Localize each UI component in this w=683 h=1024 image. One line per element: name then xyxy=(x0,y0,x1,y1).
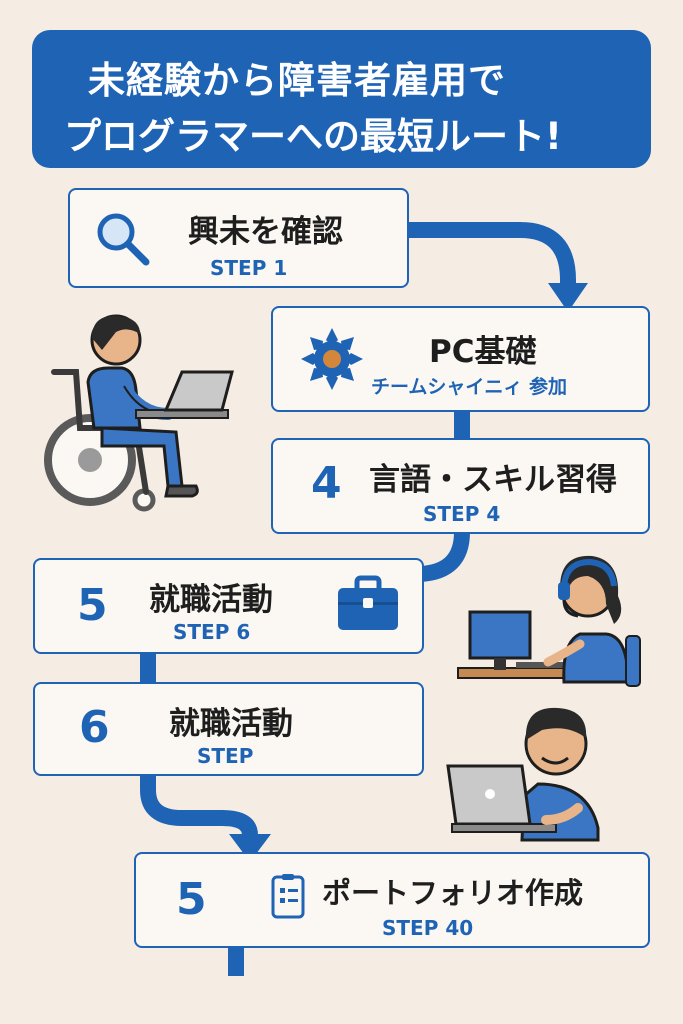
step-5-title: 就職活動 xyxy=(169,706,293,742)
gear-icon xyxy=(301,328,363,390)
step-card-1[interactable]: 興未を確認 STEP 1 xyxy=(68,188,409,288)
step-4-label: STEP 6 xyxy=(173,620,251,644)
step-5-label: STEP xyxy=(197,744,254,768)
banner-line-1: 未経験から障害者雇用で xyxy=(88,59,506,102)
wheelchair-user-illustration xyxy=(44,314,234,512)
laptop-person-illustration xyxy=(446,707,600,842)
connector-1-2 xyxy=(408,222,576,285)
headset-worker-illustration xyxy=(457,555,641,687)
step-3-label: STEP 4 xyxy=(423,502,501,526)
step-1-title: 興未を確認 xyxy=(188,214,343,250)
step-2-label: チームシャイニィ 参加 xyxy=(371,376,568,398)
step-6-label: STEP 40 xyxy=(382,916,474,940)
step-4-number: 5 xyxy=(77,580,108,631)
step-card-5[interactable]: 6 就職活動 STEP xyxy=(33,682,424,776)
magnifier-icon xyxy=(97,213,150,266)
document-icon xyxy=(271,874,305,919)
step-5-number: 6 xyxy=(79,702,110,753)
step-card-4[interactable]: 5 就職活動 STEP 6 xyxy=(33,558,424,654)
connector-5-6 xyxy=(140,774,258,836)
briefcase-icon xyxy=(338,575,398,630)
step-6-number: 5 xyxy=(176,874,207,925)
arrowhead-2 xyxy=(229,834,271,862)
arrowhead-1 xyxy=(548,283,588,312)
step-card-3[interactable]: 4 言語・スキル習得 STEP 4 xyxy=(271,438,650,534)
step-1-label: STEP 1 xyxy=(210,256,288,280)
step-2-title: PC基礎 xyxy=(429,334,537,370)
title-banner: 未経験から障害者雇用で プログラマーへの最短ルート! xyxy=(32,30,651,168)
banner-line-2: プログラマーへの最短ルート! xyxy=(64,115,562,158)
step-3-title: 言語・スキル習得 xyxy=(369,462,617,498)
step-card-6[interactable]: 5 ポートフォリオ作成 STEP 40 xyxy=(134,852,650,948)
step-3-number: 4 xyxy=(311,458,342,509)
step-6-title: ポートフォリオ作成 xyxy=(322,876,584,910)
step-4-title: 就職活動 xyxy=(149,582,273,618)
step-card-2[interactable]: PC基礎 チームシャイニィ 参加 xyxy=(271,306,650,412)
